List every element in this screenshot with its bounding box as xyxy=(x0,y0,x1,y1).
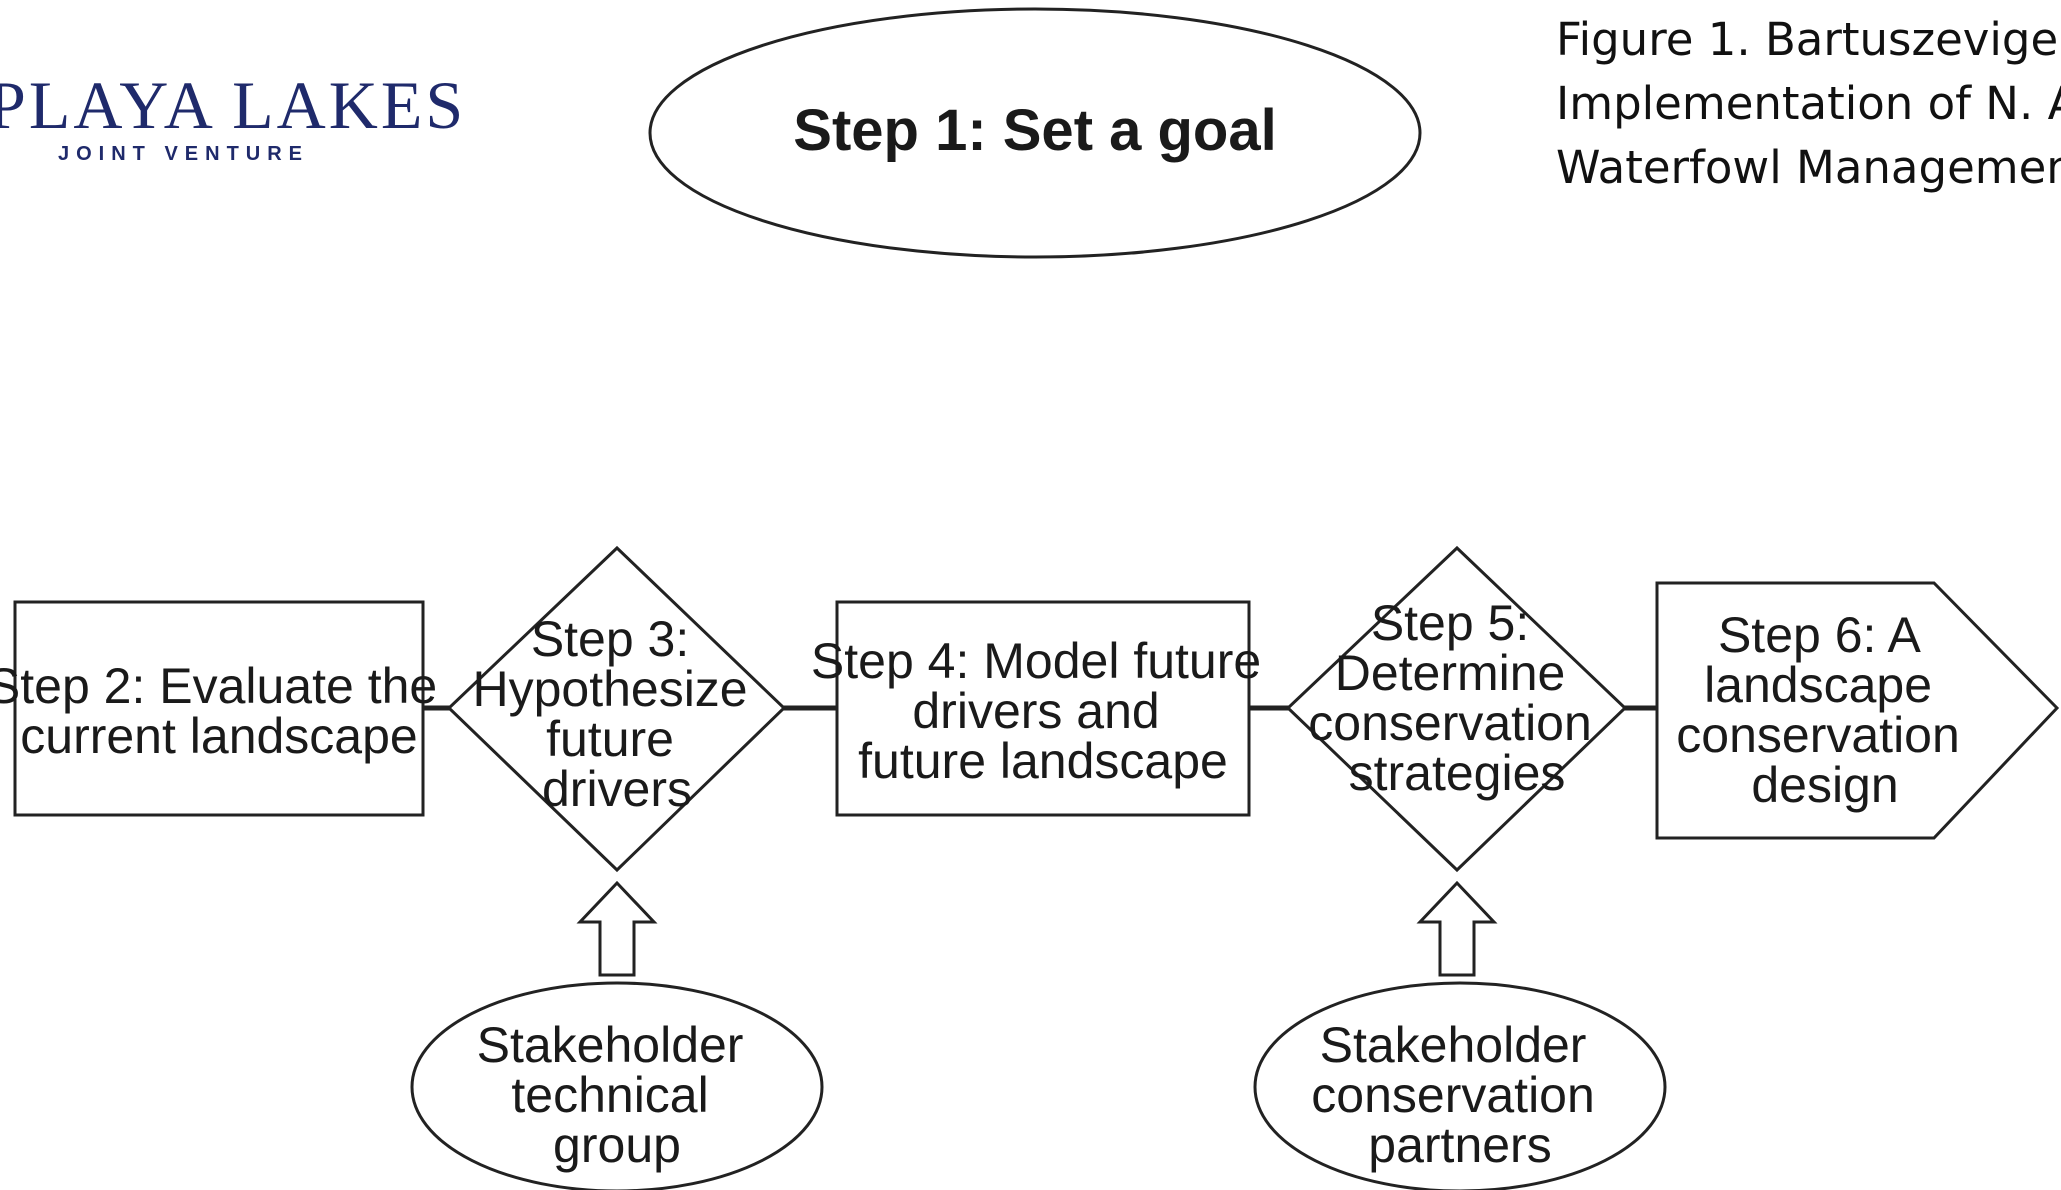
svg-text:Step 3: Hypothesize: Step 3: Hypothesize future drivers xyxy=(472,611,761,817)
step3-line: future xyxy=(546,711,674,767)
svg-text:Step 5: Determine: Step 5: Determine conservation strategie… xyxy=(1308,595,1605,801)
step4-line: drivers and xyxy=(912,683,1159,739)
step6-line: design xyxy=(1751,757,1898,813)
caption-line: Waterfowl Managemen xyxy=(1556,141,2061,194)
svg-text:Stakeholder technical: Stakeholder technical group xyxy=(477,1017,758,1173)
caption-line: Implementation of N. A xyxy=(1556,77,2061,130)
step1-goal-node: Step 1: Set a goal xyxy=(648,7,1422,259)
svg-text:Step 6: A landscape: Step 6: A landscape conservation design xyxy=(1676,607,1973,813)
step4-node: Step 4: Model future drivers and future … xyxy=(811,600,1275,817)
step4-line: future landscape xyxy=(858,733,1228,789)
step2-node: Step 2: Evaluate the current landscape xyxy=(0,600,451,817)
playa-lakes-logo: PLAYA LAKES JOINT VENTURE xyxy=(0,67,466,165)
step3-node: Step 3: Hypothesize future drivers xyxy=(446,545,787,873)
step2-line: Step 2: Evaluate the xyxy=(0,658,437,714)
step3-line: drivers xyxy=(542,761,692,817)
step3-line: Step 3: xyxy=(531,611,689,667)
step6-line: conservation xyxy=(1676,707,1960,763)
step1-goal-label: Step 1: Set a goal xyxy=(793,98,1276,163)
up-arrow-icon xyxy=(576,880,658,977)
step3-line: Hypothesize xyxy=(472,661,747,717)
step6-line: Step 6: A xyxy=(1718,607,1922,663)
step5-line: Determine xyxy=(1335,645,1566,701)
partners-line: Stakeholder xyxy=(1320,1017,1587,1073)
step4-line: Step 4: Model future xyxy=(811,633,1261,689)
stakeholder-technical-group-node: Stakeholder technical group xyxy=(410,981,824,1190)
step6-node: Step 6: A landscape conservation design xyxy=(1655,581,2060,840)
figure-caption: Figure 1. Bartuszevige e Implementation … xyxy=(1556,8,2061,200)
logo-name: PLAYA LAKES xyxy=(0,67,466,143)
partners-line: conservation xyxy=(1311,1067,1595,1123)
step6-line: landscape xyxy=(1704,657,1932,713)
stakeholder-conservation-partners-node: Stakeholder conservation partners xyxy=(1253,981,1667,1190)
up-arrow-icon xyxy=(1416,880,1498,977)
step5-line: conservation xyxy=(1308,695,1592,751)
caption-line: Figure 1. Bartuszevige e xyxy=(1556,13,2061,66)
step5-line: strategies xyxy=(1349,745,1566,801)
svg-text:Step 2: Evaluate the c: Step 2: Evaluate the current landscape xyxy=(0,658,451,764)
technical-group-line: group xyxy=(553,1117,681,1173)
technical-group-line: technical xyxy=(511,1067,708,1123)
step2-line: current landscape xyxy=(20,708,417,764)
step5-node: Step 5: Determine conservation strategie… xyxy=(1285,545,1628,873)
svg-text:Step 4: Model future d: Step 4: Model future drivers and future … xyxy=(811,633,1275,789)
svg-text:Stakeholder conservati: Stakeholder conservation partners xyxy=(1311,1017,1608,1173)
technical-group-line: Stakeholder xyxy=(477,1017,744,1073)
step5-line: Step 5: xyxy=(1371,595,1529,651)
logo-subtitle: JOINT VENTURE xyxy=(58,143,309,165)
partners-line: partners xyxy=(1368,1117,1551,1173)
